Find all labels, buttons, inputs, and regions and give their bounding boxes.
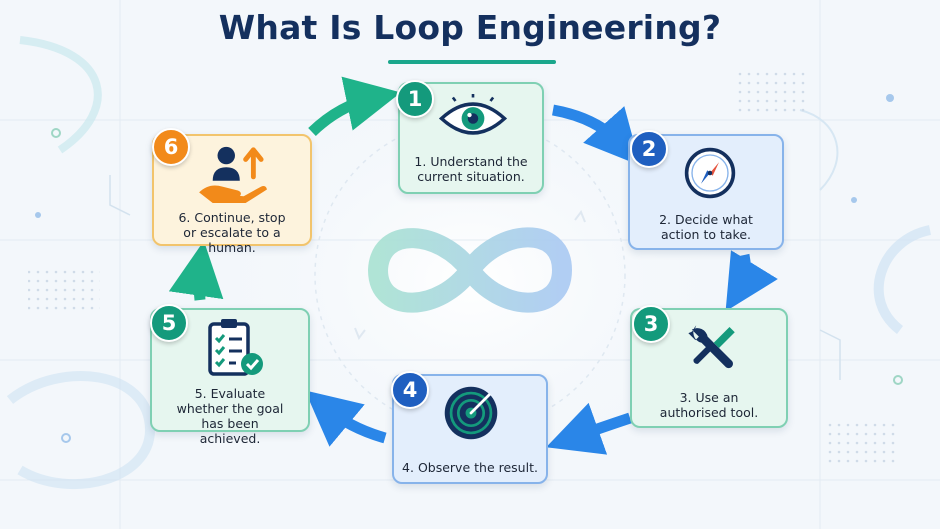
- eye-icon: [438, 94, 508, 135]
- step-6-text: 6. Continue, stop or escalate to a human…: [178, 210, 286, 255]
- tools-icon: [688, 325, 735, 369]
- step-3-badge: 3: [632, 305, 670, 343]
- step-4-text: 4. Observe the result.: [402, 460, 538, 475]
- step-card-2: 2. Decide what action to take.: [628, 134, 784, 250]
- step-3-text: 3. Use an authorised tool.: [659, 390, 759, 420]
- step-card-6: 6. Continue, stop or escalate to a human…: [152, 134, 312, 255]
- step-4-badge: 4: [391, 371, 429, 409]
- step-2-text: 2. Decide what action to take.: [659, 212, 753, 242]
- step-1-text: 1. Understand the current situation.: [414, 154, 528, 184]
- title-underline: [388, 60, 556, 64]
- person-escalate-icon: [199, 146, 267, 204]
- step-5-badge: 5: [150, 304, 188, 342]
- page-title: What Is Loop Engineering?: [218, 8, 722, 47]
- compass-icon: [684, 147, 736, 199]
- radar-icon: [444, 386, 498, 440]
- step-2-badge: 2: [630, 130, 668, 168]
- step-1-badge: 1: [396, 80, 434, 118]
- step-5-text: 5. Evaluate whether the goal has been ac…: [176, 386, 284, 446]
- checklist-icon: [208, 319, 263, 376]
- step-6-badge: 6: [152, 128, 190, 166]
- step-card-1: 1. Understand the current situation.: [398, 82, 544, 194]
